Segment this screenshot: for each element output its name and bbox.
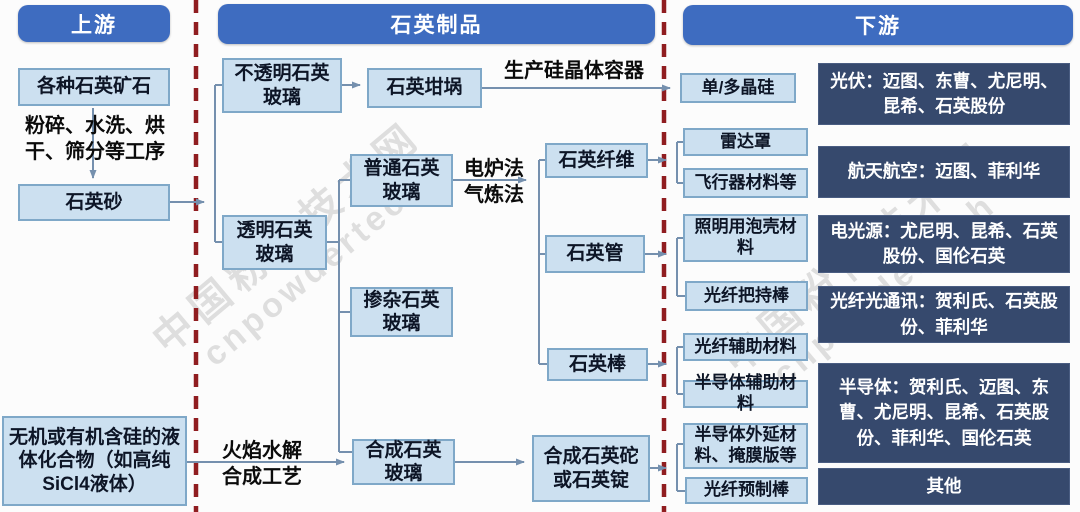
box-fiber-holding-rod: 光纤把持棒 xyxy=(685,281,808,311)
box-silicon-liquid-compound: 无机或有机含硅的液体化合物（如高纯SiCl4液体） xyxy=(2,416,187,506)
box-quartz-ore: 各种石英矿石 xyxy=(18,68,170,106)
box-quartz-tube: 石英管 xyxy=(545,235,645,273)
label-furnace-method: 电炉法 气炼法 xyxy=(464,158,524,206)
box-radome: 雷达罩 xyxy=(683,128,808,156)
box-poly-silicon: 单/多晶硅 xyxy=(680,73,796,103)
box-transparent-quartz-glass: 透明石英玻璃 xyxy=(222,215,327,270)
box-doped-quartz-glass: 掺杂石英玻璃 xyxy=(350,287,453,337)
box-semiconductor-aux-materials: 半导体辅助材料 xyxy=(683,373,808,413)
box-quartz-crucible: 石英坩埚 xyxy=(367,68,482,108)
box-synthetic-quartz-glass: 合成石英玻璃 xyxy=(352,439,455,485)
box-opaque-quartz-glass: 不透明石英玻璃 xyxy=(222,58,342,113)
box-synthetic-quartz-ingot: 合成石英砣或石英锭 xyxy=(532,435,650,502)
box-downstream-optical-comm: 光纤光通讯：贺利氏、石英股份、菲利华 xyxy=(818,286,1070,343)
box-epitaxial-mask-materials: 半导体外延材料、掩膜版等 xyxy=(683,423,808,469)
box-downstream-pv: 光伏：迈图、东曹、尤尼明、昆希、石英股份 xyxy=(818,63,1070,125)
label-crush-wash-process: 粉碎、水洗、烘干、筛分等工序 xyxy=(25,115,165,163)
box-ordinary-quartz-glass: 普通石英玻璃 xyxy=(350,154,453,207)
box-quartz-sand: 石英砂 xyxy=(18,184,170,221)
box-fiber-preform: 光纤预制棒 xyxy=(685,477,808,504)
box-quartz-rod: 石英棒 xyxy=(547,348,648,381)
box-downstream-other: 其他 xyxy=(818,468,1070,505)
box-downstream-light-source: 电光源：尤尼明、昆希、石英股份、国伦石英 xyxy=(818,215,1070,273)
box-downstream-aerospace: 航天航空：迈图、菲利华 xyxy=(818,146,1070,198)
box-fiber-aux-materials: 光纤辅助材料 xyxy=(683,333,808,361)
box-aircraft-materials: 飞行器材料等 xyxy=(683,168,808,198)
label-silicon-container: 生产硅晶体容器 xyxy=(504,60,644,82)
header-quartz-products: 石英制品 xyxy=(218,4,655,44)
header-upstream: 上游 xyxy=(18,5,170,42)
header-downstream: 下游 xyxy=(683,5,1073,45)
box-lighting-bulb-materials: 照明用泡壳材料 xyxy=(683,214,808,262)
box-downstream-semiconductor: 半导体：贺利氏、迈图、东曹、尤尼明、昆希、石英股份、菲利华、国伦石英 xyxy=(818,363,1070,463)
box-quartz-fiber: 石英纤维 xyxy=(545,143,648,178)
label-flame-hydrolysis: 火焰水解 合成工艺 xyxy=(222,440,302,488)
